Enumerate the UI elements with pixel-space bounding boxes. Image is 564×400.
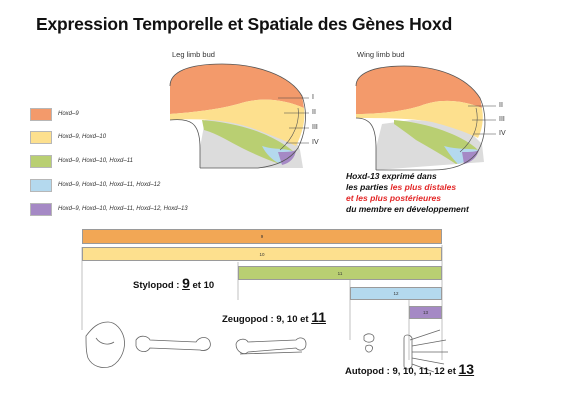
leg-digit-label: III: [312, 124, 318, 131]
note-text: les parties: [346, 182, 391, 192]
bar-label: 11: [337, 270, 343, 276]
bar-label: 10: [259, 251, 265, 257]
stylopod-label: Stylopod : 9 et 10: [133, 275, 214, 291]
wing-digit-label: IV: [499, 130, 506, 137]
zeugopod-gene: 11: [311, 309, 327, 325]
leg-bud-yellow: [170, 99, 305, 146]
bar-label: 13: [422, 310, 428, 315]
legend-swatch: [30, 108, 52, 121]
autopod-gene: 13: [458, 361, 475, 377]
note-line: Hoxd-13 exprimé dans: [346, 171, 437, 181]
legend-label: Hoxd–9: [58, 111, 79, 117]
leg-limb-bud: [169, 63, 309, 169]
leg-bud-outline: [169, 63, 306, 169]
foot-bones: [409, 329, 448, 373]
legend-swatch: [30, 131, 52, 144]
note-line: du membre en développement: [346, 204, 469, 214]
note-line: les parties les plus distales: [346, 182, 469, 193]
bar-label: 12: [393, 291, 399, 296]
wing-bud-title: Wing limb bud: [357, 50, 405, 59]
femur-bone: [135, 335, 211, 352]
bar-label: 9: [260, 234, 264, 239]
zeugopod-label: Zeugopod : 9, 10 et 11: [222, 309, 326, 325]
bar-hoxd12: 12: [350, 287, 442, 300]
wing-bud-purple: [462, 150, 479, 164]
legend-swatch: [30, 203, 52, 216]
leg-bud-title: Leg limb bud: [172, 50, 215, 59]
stylopod-gene: 9: [182, 275, 190, 291]
bar-hoxd10: 10: [82, 247, 442, 261]
limb-skeleton-sketch: [85, 321, 448, 373]
legend-swatch: [30, 155, 52, 168]
bar-hoxd13: 13: [409, 306, 442, 319]
leg-digit-label: IV: [312, 139, 319, 146]
note-highlight-posterior: et les plus postérieures: [346, 193, 441, 203]
zeugopod-text: Zeugopod : 9, 10 et: [222, 314, 312, 325]
stylopod-rest: et 10: [189, 280, 215, 291]
stylopod-text: Stylopod :: [133, 280, 183, 291]
note-highlight-distal: les plus distales: [390, 182, 457, 192]
leg-digit-label: II: [312, 109, 316, 116]
legend-label: Hoxd–9, Hoxd–10: [58, 134, 107, 140]
autopod-text: Autopod : 9, 10, 11, 12 et: [345, 366, 459, 377]
wing-bud-yellow: [356, 100, 483, 138]
leg-bud-orange: [170, 64, 304, 114]
wing-limb-bud: [355, 65, 496, 171]
legend-label: Hoxd–9, Hoxd–10, Hoxd–11, Hoxd–12, Hoxd–…: [58, 206, 188, 212]
autopod-label: Autopod : 9, 10, 11, 12 et 13: [345, 361, 474, 377]
wing-bud-outline: [355, 65, 486, 171]
wing-digit-label: II: [499, 102, 503, 109]
wing-digit-label: III: [499, 116, 505, 123]
legend-swatch: [30, 179, 52, 192]
tibia-bone: [235, 337, 307, 354]
wing-bud-blue: [444, 146, 478, 164]
leg-digit-label: I: [312, 94, 314, 101]
bar-hoxd9: 9: [82, 229, 442, 244]
page-title: Expression Temporelle et Spatiale des Gè…: [36, 14, 453, 34]
ankle-bones: [363, 333, 375, 353]
legend-label: Hoxd–9, Hoxd–10, Hoxd–11: [58, 158, 133, 164]
wing-bud-orange: [356, 66, 482, 114]
fibula-bone: [239, 351, 303, 355]
bar-hoxd11: 11: [238, 266, 442, 280]
legend-label: Hoxd–9, Hoxd–10, Hoxd–11, Hoxd–12: [58, 182, 161, 188]
pelvis-bone: [85, 321, 125, 368]
hoxd13-note: Hoxd-13 exprimé dans les parties les plu…: [346, 171, 469, 215]
